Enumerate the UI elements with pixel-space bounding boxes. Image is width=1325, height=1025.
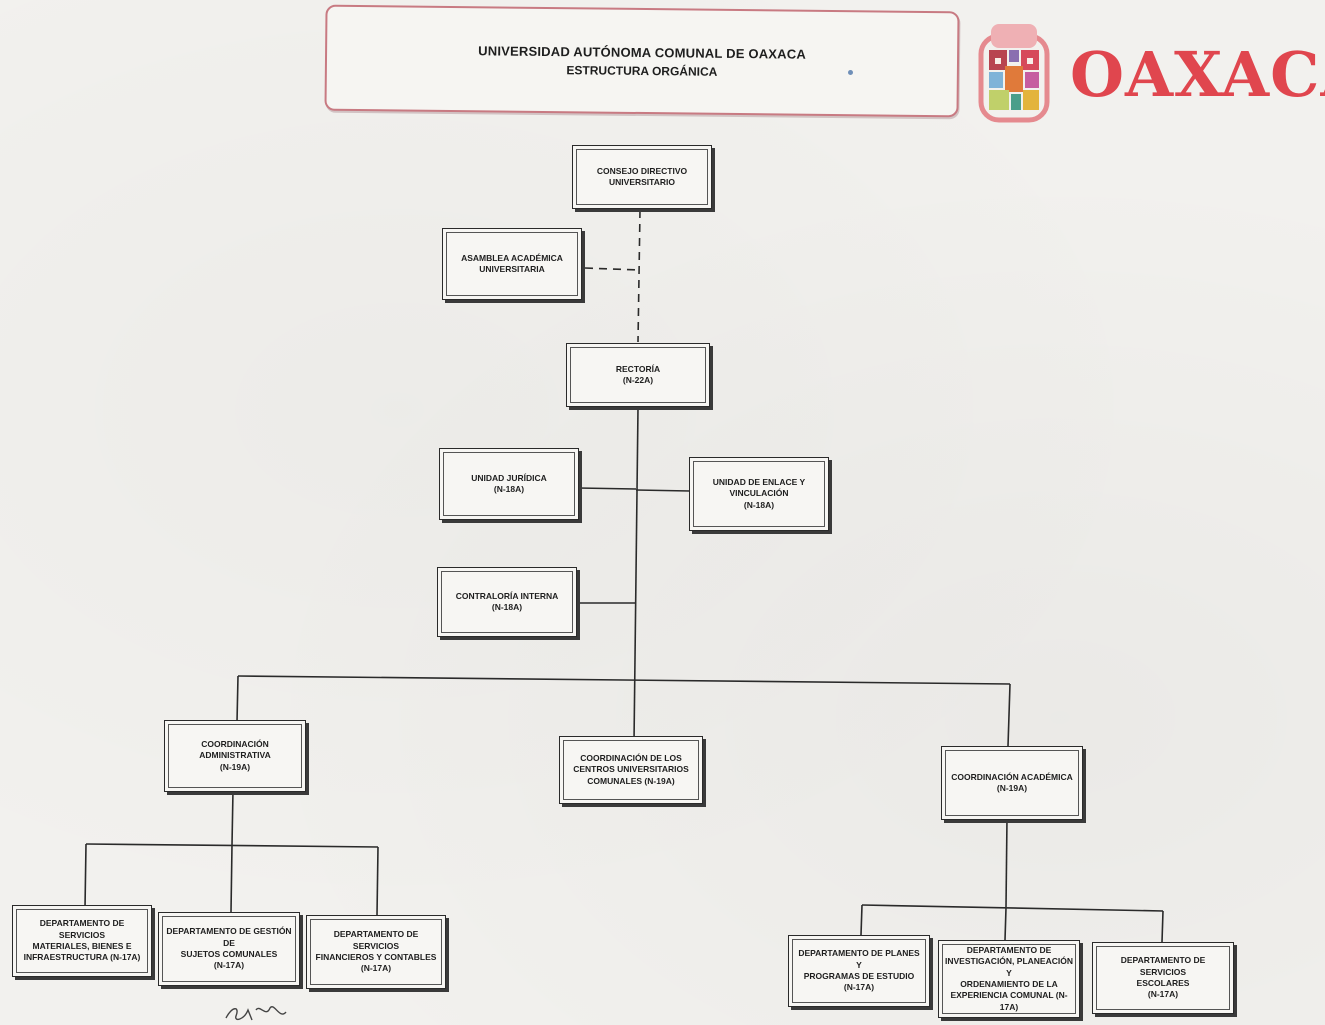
drop-dep-materiales xyxy=(84,843,87,909)
node-dep-servicios-materiales: DEPARTAMENTO DE SERVICIOS MATERIALES, BI… xyxy=(12,905,152,977)
dashed-line-consejo-rectoria xyxy=(637,209,641,343)
page-title: UNIVERSIDAD AUTÓNOMA COMUNAL DE OAXACA xyxy=(478,42,807,62)
drop-coord-admin xyxy=(236,675,239,723)
node-unidad-juridica: UNIDAD JURÍDICA (N-18A) xyxy=(439,448,579,520)
node-dep-gestion-sujetos: DEPARTAMENTO DE GESTIÓN DE SUJETOS COMUN… xyxy=(158,912,300,986)
dashed-line-asamblea xyxy=(584,267,640,271)
academica-branch xyxy=(861,904,1164,912)
line-coordinations xyxy=(237,675,1011,685)
oaxaca-emblem-icon xyxy=(978,24,1050,123)
node-asamblea-academica: ASAMBLEA ACADÉMICA UNIVERSITARIA xyxy=(442,228,582,300)
drop-dep-escolares xyxy=(1161,910,1164,943)
drop-dep-planes xyxy=(860,904,863,936)
node-coordinacion-academica: COORDINACIÓN ACADÉMICA (N-19A) xyxy=(941,746,1083,820)
drop-coord-academica xyxy=(1007,683,1011,747)
line-juridica xyxy=(577,487,637,490)
drop-dep-gestion xyxy=(230,844,233,913)
node-dep-servicios-financieros: DEPARTAMENTO DE SERVICIOS FINANCIEROS Y … xyxy=(306,915,446,989)
drop-dep-investigacion xyxy=(1004,907,1007,941)
academica-stem xyxy=(1005,817,1008,908)
node-unidad-enlace: UNIDAD DE ENLACE Y VINCULACIÓN (N-18A) xyxy=(689,457,829,531)
node-contraloria-interna: CONTRALORÍA INTERNA (N-18A) xyxy=(437,567,577,637)
ink-dot xyxy=(848,70,853,75)
node-consejo-directivo: CONSEJO DIRECTIVO UNIVERSITARIO xyxy=(572,145,712,209)
header-banner: UNIVERSIDAD AUTÓNOMA COMUNAL DE OAXACA E… xyxy=(324,4,960,118)
node-dep-investigacion: DEPARTAMENTO DE INVESTIGACIÓN, PLANEACIÓ… xyxy=(938,940,1080,1018)
admin-stem xyxy=(231,789,234,846)
handwritten-signature xyxy=(225,1006,287,1021)
node-dep-planes-programas: DEPARTAMENTO DE PLANES Y PROGRAMAS DE ES… xyxy=(788,935,930,1007)
node-rectoria: RECTORÍA (N-22A) xyxy=(566,343,710,407)
node-coordinacion-administrativa: COORDINACIÓN ADMINISTRATIVA (N-19A) xyxy=(164,720,306,792)
oaxaca-logo: OAXACA xyxy=(975,18,1325,138)
drop-dep-financieros xyxy=(376,846,379,916)
trunk-line xyxy=(633,407,639,743)
line-enlace xyxy=(635,489,691,492)
page-subtitle: ESTRUCTURA ORGÁNICA xyxy=(566,62,718,79)
node-dep-servicios-escolares: DEPARTAMENTO DE SERVICIOS ESCOLARES (N-1… xyxy=(1092,942,1234,1014)
node-coordinacion-centros: COORDINACIÓN DE LOS CENTROS UNIVERSITARI… xyxy=(559,736,703,804)
oaxaca-wordmark: OAXACA xyxy=(1070,38,1325,111)
